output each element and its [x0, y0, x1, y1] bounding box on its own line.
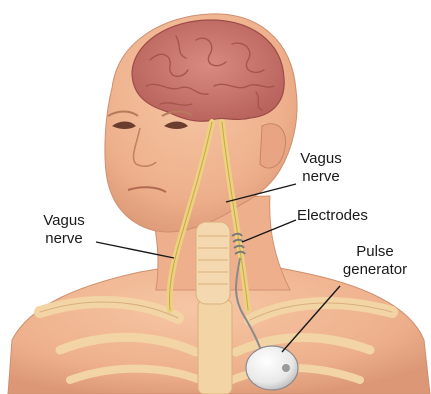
label-line: Pulse: [335, 243, 415, 261]
label-electrodes: Electrodes: [297, 207, 368, 225]
pulse-generator-device: [246, 346, 298, 390]
label-pulse-generator: Pulse generator: [335, 243, 415, 279]
label-line: Vagus: [289, 150, 353, 168]
label-line: nerve: [36, 230, 92, 248]
label-line: nerve: [289, 168, 353, 186]
trachea: [196, 222, 230, 304]
label-vagus-nerve-right: Vagus nerve: [289, 150, 353, 186]
label-vagus-nerve-left: Vagus nerve: [36, 212, 92, 248]
label-line: Vagus: [36, 212, 92, 230]
label-line: generator: [335, 261, 415, 279]
